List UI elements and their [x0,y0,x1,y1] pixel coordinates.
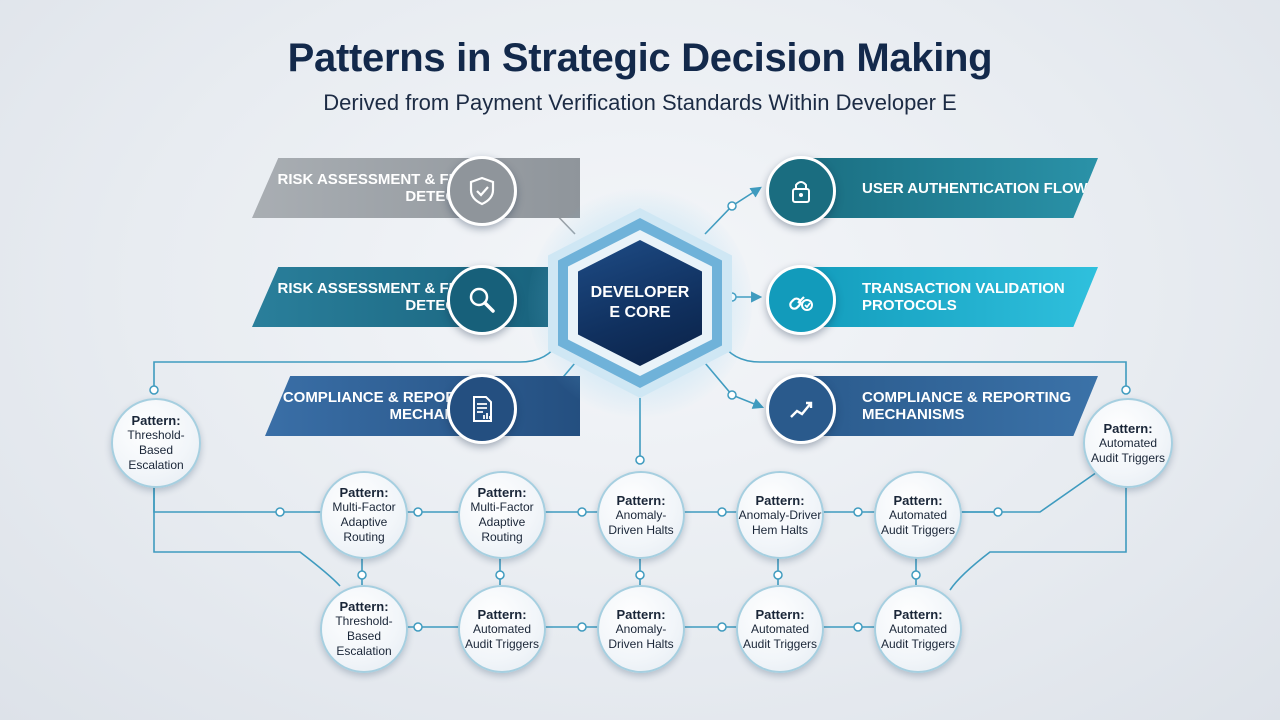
core-hexagon: DEVELOPER E CORE [528,188,752,418]
pattern-node-row1: Pattern: Anomaly-Driver Hem Halts [736,471,824,559]
core-label: DEVELOPER E CORE [590,284,690,321]
pattern-prefix: Pattern: [1103,420,1153,436]
pattern-prefix: Pattern: [339,599,389,614]
pattern-node-row1: Pattern: Multi-Factor Adaptive Routing [320,471,408,559]
pattern-prefix: Pattern: [339,485,389,500]
pattern-text: Automated Audit Triggers [880,507,956,537]
pattern-prefix: Pattern: [893,606,943,622]
pattern-prefix: Pattern: [477,606,527,622]
pattern-prefix: Pattern: [893,492,943,508]
fingerprint-lock-icon [766,156,836,226]
category-banner-user-authentication: USER AUTHENTICATION FLOWS [790,158,1098,218]
pattern-node-row1: Pattern: Anomaly-Driven Halts [597,471,685,559]
pattern-text: Anomaly-Driver Hem Halts [738,507,822,537]
pattern-prefix: Pattern: [477,485,527,500]
category-label: USER AUTHENTICATION FLOWS [862,179,1098,197]
pattern-node-row1: Pattern: Multi-Factor Adaptive Routing [458,471,546,559]
page-title: Patterns in Strategic Decision Making [287,36,993,80]
pattern-node-left: Pattern: Threshold-Based Escalation [111,398,201,488]
pattern-node-row2: Pattern: Automated Audit Triggers [736,585,824,673]
pattern-text: Automated Audit Triggers [880,621,956,651]
pattern-node-row2: Pattern: Automated Audit Triggers [458,585,546,673]
magnifier-icon [447,265,517,335]
pattern-text: Automated Audit Triggers [464,621,540,651]
pattern-node-row2: Pattern: Anomaly-Driven Halts [597,585,685,673]
shield-check-icon [447,156,517,226]
pattern-prefix: Pattern: [131,413,181,428]
pattern-node-right: Pattern: Automated Audit Triggers [1083,398,1173,488]
category-label: TRANSACTION VALIDATION PROTOCOLS [862,280,1065,314]
category-label: COMPLIANCE & REPORTING MECHANISMS [862,389,1072,423]
pattern-text: Anomaly-Driven Halts [608,621,674,651]
pattern-text: Automated Audit Triggers [742,621,818,651]
page-subtitle: Derived from Payment Verification Standa… [323,90,957,115]
pattern-prefix: Pattern: [755,606,805,622]
pattern-text: Multi-Factor Adaptive Routing [470,500,534,544]
pattern-text: Automated Audit Triggers [1090,435,1166,465]
pattern-node-row2: Pattern: Automated Audit Triggers [874,585,962,673]
pattern-text: Threshold-Based Escalation [127,428,185,472]
category-banner-risk-assessment-1: RISK ASSESSMENT & FRAUD DETECTION [252,158,580,218]
link-check-icon [766,265,836,335]
core-hex-center: DEVELOPER E CORE [578,240,702,366]
pattern-node-row1: Pattern: Automated Audit Triggers [874,471,962,559]
pattern-text: Threshold-Based Escalation [335,614,393,658]
category-banner-compliance-2: COMPLIANCE & REPORTING MECHANISMS [790,376,1098,436]
pattern-text: Multi-Factor Adaptive Routing [332,500,396,544]
pattern-text: Anomaly-Driven Halts [608,507,674,537]
pattern-prefix: Pattern: [755,492,805,508]
pattern-prefix: Pattern: [616,492,666,508]
category-banner-compliance-1: COMPLIANCE & REPORTING MECHANISMS [265,376,580,436]
pattern-node-row2: Pattern: Threshold-Based Escalation [320,585,408,673]
report-document-icon [447,374,517,444]
category-banner-risk-assessment-2: RISK ASSESSMENT & FRAUD DETECTION [252,267,580,327]
category-banner-transaction-validation: TRANSACTION VALIDATION PROTOCOLS [790,267,1098,327]
trend-chart-icon [766,374,836,444]
pattern-prefix: Pattern: [616,606,666,622]
